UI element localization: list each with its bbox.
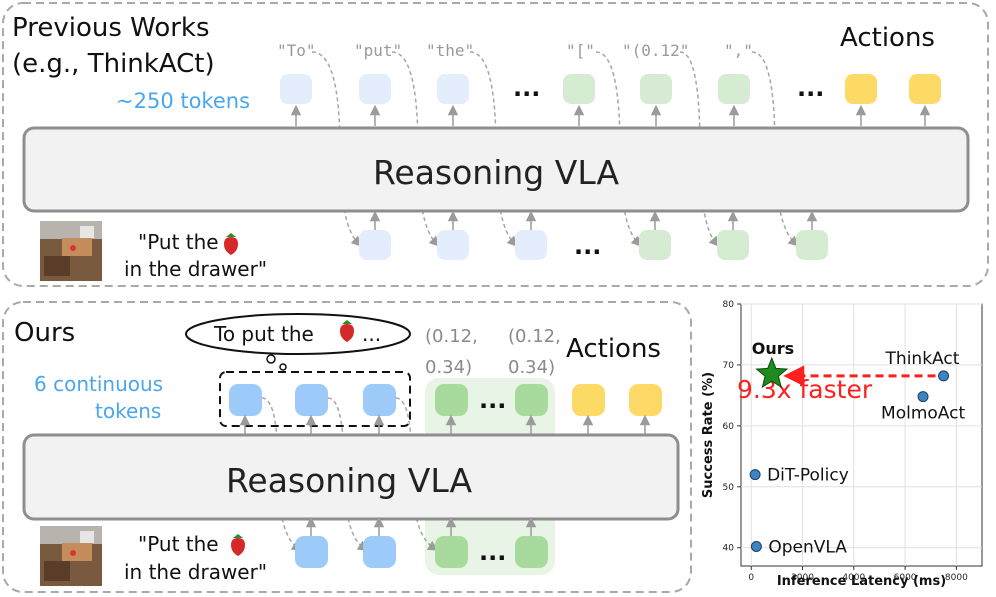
ellipsis: ... [797, 74, 824, 102]
action-token [515, 536, 548, 568]
thought-token [437, 74, 469, 104]
plot-frame [740, 303, 983, 567]
action-token [639, 230, 671, 260]
x-tick-label: 2000 [791, 573, 814, 583]
output-token-label: "put" [354, 41, 402, 60]
action-token [435, 536, 468, 568]
x-tick-label: 8000 [945, 573, 968, 583]
reasoning-vla-block-bottom [22, 433, 680, 521]
strawberry-icon [224, 233, 238, 255]
point-label: Ours [752, 339, 794, 358]
y-tick-label: 70 [723, 361, 735, 371]
instruction-text: "Put the [138, 230, 219, 254]
thought-token [359, 74, 391, 104]
point-label: ThinkAct [885, 349, 960, 369]
ellipsis: ... [479, 538, 506, 566]
y-tick-label: 60 [723, 422, 735, 432]
data-point [750, 541, 762, 553]
actions-label-top: Actions [840, 23, 935, 53]
coordinate-label: 0.34) [425, 357, 472, 378]
action-token [717, 230, 749, 260]
continuous-token-group [219, 371, 411, 427]
final-action-token [629, 384, 662, 416]
final-action-token [572, 384, 605, 416]
x-axis-label: Inference Latency (ms) [777, 574, 946, 589]
reasoning-vla-label-top: Reasoning VLA [373, 153, 620, 192]
continuous-tokens-label: tokens [95, 399, 161, 423]
thought-text: To put the [213, 322, 314, 346]
thought-token [437, 230, 469, 260]
thought-token [359, 230, 391, 260]
ellipsis: ... [479, 386, 506, 414]
coordinate-label: (0.12, [425, 326, 478, 347]
point-label: DiT-Policy [767, 466, 849, 486]
instruction-text: "Put the [138, 532, 219, 556]
point-label: OpenVLA [768, 538, 847, 558]
ellipsis: ... [574, 232, 601, 260]
action-token [718, 74, 750, 104]
continuous-thought-token [295, 384, 328, 416]
instruction-text: in the drawer" [124, 257, 267, 281]
actions-label-bottom: Actions [566, 334, 661, 364]
output-token-label: "[" [566, 41, 595, 60]
data-point [749, 469, 761, 481]
action-token [563, 74, 595, 104]
data-point [938, 370, 950, 382]
action-token [435, 384, 468, 416]
continuous-thought-token [295, 536, 328, 568]
final-action-token [845, 74, 877, 104]
ellipsis: ... [513, 74, 540, 102]
thought-token [515, 230, 547, 260]
thought-ellipsis: ... [362, 322, 381, 346]
action-token [640, 74, 672, 104]
final-action-token [909, 74, 941, 104]
thought-token [280, 74, 312, 104]
ours-title: Ours [14, 318, 75, 348]
previous-works-title: Previous Works [12, 13, 210, 43]
previous-works-example: (e.g., ThinkACt) [12, 49, 215, 79]
previous-works-panel [2, 2, 989, 287]
data-point [917, 391, 929, 403]
x-tick-label: 0 [748, 573, 754, 583]
x-tick-label: 4000 [842, 573, 865, 583]
robot-scene-image [40, 526, 102, 586]
robot-scene-image [40, 221, 102, 281]
strawberry-icon [340, 320, 354, 342]
continuous-tokens-label: 6 continuous [34, 372, 163, 396]
action-token [515, 384, 548, 416]
output-token-label: "," [724, 41, 753, 60]
token-count-label: ~250 tokens [116, 89, 250, 113]
output-token-label: "(0.12" [622, 41, 689, 60]
action-token [796, 230, 828, 260]
x-tick-label: 6000 [894, 573, 917, 583]
continuous-thought-token [229, 384, 262, 416]
output-token-label: "To" [277, 41, 316, 60]
point-label: MolmoAct [881, 404, 965, 424]
strawberry-icon [231, 534, 245, 556]
speedup-label: 9.3x faster [737, 375, 873, 404]
y-axis-label: Success Rate (%) [701, 372, 716, 498]
thought-bubble [185, 313, 411, 371]
ours-star-marker [755, 356, 789, 389]
output-token-label: "the" [426, 41, 474, 60]
reasoning-vla-block-top [22, 126, 970, 213]
coordinate-label: (0.12, [508, 326, 561, 347]
instruction-text: in the drawer" [124, 560, 267, 584]
continuous-thought-token [363, 536, 396, 568]
y-tick-label: 40 [723, 544, 735, 554]
y-tick-label: 50 [723, 483, 735, 493]
y-tick-label: 80 [723, 300, 735, 310]
reasoning-vla-label-bottom: Reasoning VLA [226, 461, 473, 500]
continuous-thought-token [363, 384, 396, 416]
coordinate-label: 0.34) [508, 357, 555, 378]
